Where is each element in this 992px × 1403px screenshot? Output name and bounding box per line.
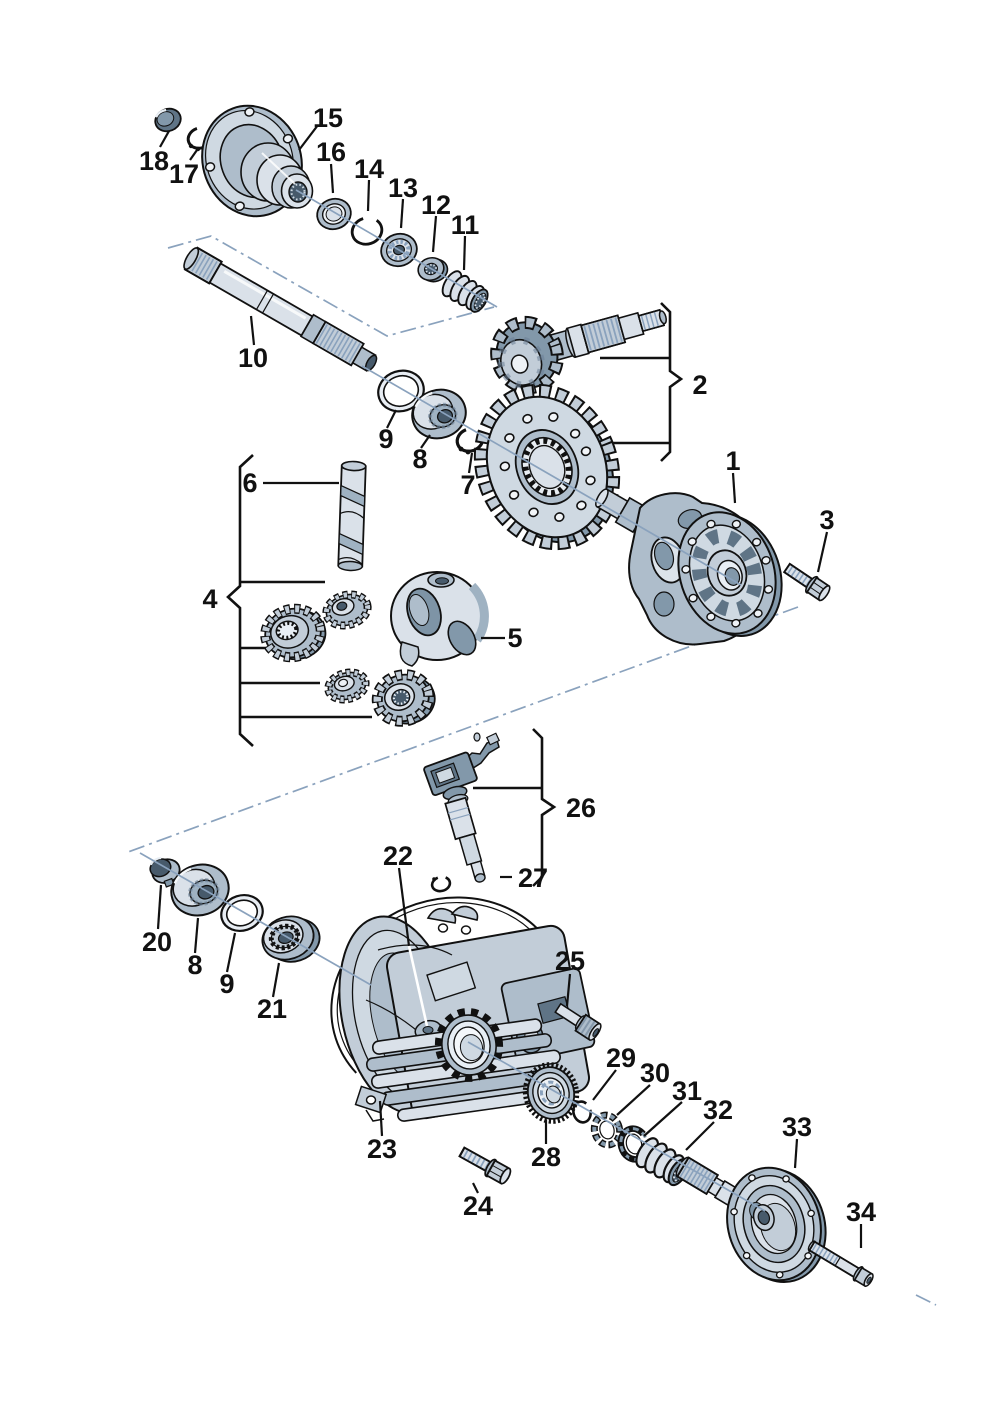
- part-4-side-gear-left: [260, 603, 327, 663]
- part-20-cap: [149, 856, 181, 888]
- bracket-part-4: [226, 454, 254, 747]
- part-6-bevel-gear-shaft: [337, 460, 367, 572]
- part-4-side-gear-right: [371, 669, 436, 727]
- callout-label-8b: 8: [187, 950, 202, 980]
- callout-label-9: 9: [378, 424, 393, 454]
- part-26-speedometer-sensor: [423, 732, 501, 883]
- part-15-drive-flange-hub: [201, 104, 314, 218]
- part-5-gear-carrier-cage: [390, 571, 489, 667]
- part-23-final-drive-housing-cover: [338, 905, 596, 1122]
- callout-label-20: 20: [142, 927, 172, 957]
- axis-lines: [139, 189, 766, 1212]
- callout-label-32: 32: [703, 1095, 733, 1125]
- callout-label-15: 15: [313, 103, 343, 133]
- callout-label-13: 13: [388, 173, 418, 203]
- part-16-oil-seal: [316, 197, 352, 231]
- callout-label-26: 26: [566, 793, 596, 823]
- callout-label-29: 29: [606, 1043, 636, 1073]
- callout-label-9b: 9: [219, 969, 234, 999]
- part-28-oil-seal: [522, 1062, 580, 1124]
- part-2-pinion-gear: [490, 315, 564, 395]
- callout-label-4: 4: [202, 584, 217, 614]
- part-25-plug: [554, 1002, 602, 1042]
- callout-labels: 18 17 15 16 14 13 12 11 10 9 8 7 2 1 3 6…: [139, 103, 876, 1227]
- callout-label-1: 1: [725, 446, 740, 476]
- callout-label-6: 6: [242, 468, 257, 498]
- group-brackets: [226, 302, 684, 887]
- part-11-spring-sleeve: [437, 267, 494, 317]
- callout-label-3: 3: [819, 505, 834, 535]
- callout-label-8: 8: [412, 444, 427, 474]
- callout-label-28: 28: [531, 1142, 561, 1172]
- callout-label-31: 31: [672, 1076, 702, 1106]
- part-24-hex-bolt: [457, 1144, 513, 1186]
- callout-label-2: 2: [692, 370, 707, 400]
- part-34-flange-bolt: [807, 1240, 874, 1288]
- part-3-hex-bolt: [782, 560, 833, 603]
- part-4-bevel-gear-small-top: [322, 590, 372, 630]
- callout-label-27: 27: [518, 863, 548, 893]
- callout-label-30: 30: [640, 1058, 670, 1088]
- callout-label-22: 22: [383, 841, 413, 871]
- part-18-dust-cap: [154, 107, 182, 133]
- part-4-bevel-gear-small-bottom: [324, 668, 370, 704]
- part-33-output-flange: [675, 1156, 827, 1284]
- part-14-snap-ring: [350, 216, 384, 246]
- callout-label-34: 34: [846, 1197, 876, 1227]
- callout-label-10: 10: [238, 343, 268, 373]
- part-10-input-shaft: [183, 246, 378, 372]
- part-1-differential-housing: [595, 488, 783, 646]
- callout-label-14: 14: [354, 154, 384, 184]
- part-2-pinion-shaft: [547, 308, 667, 362]
- callout-label-11: 11: [451, 210, 480, 240]
- leader-lines: [156, 124, 863, 1248]
- part-2-ring-gear: [473, 383, 621, 551]
- callout-label-7: 7: [460, 470, 475, 500]
- part-30-lock-washer: [590, 1111, 624, 1149]
- callout-label-33: 33: [782, 1112, 812, 1142]
- part-27-seal-ring: [430, 875, 452, 893]
- callout-label-12: 12: [421, 190, 451, 220]
- callout-label-21: 21: [257, 994, 287, 1024]
- bracket-part-2: [660, 302, 684, 462]
- callout-label-16: 16: [316, 137, 346, 167]
- callout-label-23: 23: [367, 1134, 397, 1164]
- callout-label-17: 17: [169, 159, 199, 189]
- bracket-part-26: [532, 728, 557, 887]
- callout-label-25: 25: [555, 946, 585, 976]
- callout-label-18: 18: [139, 146, 169, 176]
- part-9b-shim-ring: [220, 894, 264, 932]
- part-29-o-ring: [572, 1100, 592, 1124]
- callout-label-5: 5: [507, 623, 522, 653]
- construction-lines: [127, 235, 937, 1306]
- callout-label-24: 24: [463, 1191, 493, 1221]
